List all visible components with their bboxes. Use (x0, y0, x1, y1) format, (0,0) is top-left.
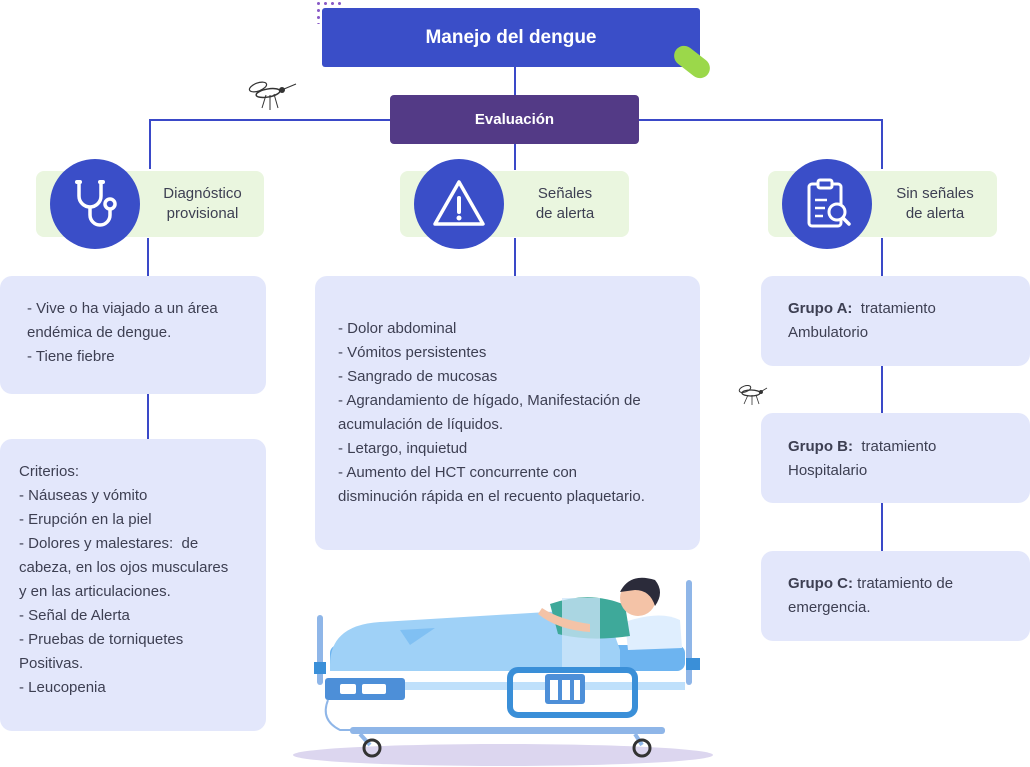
grupo-line: Grupo C: tratamiento de (788, 572, 1030, 596)
category-label-line: de alerta (535, 205, 595, 222)
grupo-name: Grupo C: (788, 575, 853, 592)
connector-line (514, 144, 516, 170)
senales-card: - Dolor abdominal - Vómitos persistentes… (315, 276, 700, 550)
category-label-line: Sin señales (896, 185, 974, 202)
card-line: Criterios: (19, 463, 80, 480)
diagnostico-card-1: - Vive o ha viajado a un área endémica d… (0, 276, 266, 394)
card-line: - Señal de Alerta (19, 607, 130, 624)
category-label-line: provisional (166, 205, 239, 222)
connector-line (147, 238, 149, 276)
patient-bed-illustration (293, 577, 713, 766)
card-line: - Vómitos persistentes (338, 344, 487, 361)
card-line: - Erupción en la piel (19, 511, 152, 528)
connector-line (147, 394, 149, 439)
grupo-text: tratamiento (853, 438, 937, 455)
stethoscope-icon (75, 180, 117, 227)
connector-line (149, 119, 390, 121)
card-line: - Aumento del HCT concurrente con (338, 464, 578, 481)
grupo-name: Grupo B: (788, 438, 853, 455)
connector-line (881, 366, 883, 413)
category-label: Sin señales de alerta (880, 171, 990, 237)
card-line: - Sangrado de mucosas (338, 368, 498, 385)
grupo-text: Hospitalario (788, 462, 868, 479)
card-line: disminución rápida en el recuento plaque… (338, 488, 645, 505)
grupo-text: emergencia. (788, 599, 871, 616)
diagnostico-criterios-card: Criterios: - Náuseas y vómito - Erupción… (0, 439, 266, 731)
connector-line (881, 503, 883, 551)
card-line: cabeza, en los ojos musculares (19, 559, 229, 576)
mosquito-icon (738, 385, 768, 405)
grupo-name: Grupo A: (788, 300, 853, 317)
category-label: Señales de alerta (515, 171, 615, 237)
card-line: y en las articulaciones. (19, 583, 171, 600)
connector-line (514, 67, 516, 95)
grupo-text: Ambulatorio (788, 324, 869, 341)
card-line: - Leucopenia (19, 679, 106, 696)
card-line: - Dolor abdominal (338, 320, 457, 337)
warning-icon (433, 180, 485, 226)
evaluation-box: Evaluación (390, 95, 639, 144)
card-line: acumulación de líquidos. (338, 416, 504, 433)
category-label: Diagnóstico provisional (150, 171, 255, 237)
connector-line (881, 119, 883, 169)
clipboard-search-icon (807, 178, 851, 228)
category-icon-circle (414, 159, 504, 249)
grupo-text: tratamiento (852, 300, 936, 317)
grupo-a-card: Grupo A: tratamiento Ambulatorio (761, 276, 1030, 366)
card-line: Positivas. (19, 655, 84, 672)
card-line: - Agrandamiento de hígado, Manifestación… (338, 392, 641, 409)
card-line: - Letargo, inquietud (338, 440, 468, 457)
card-line: endémica de dengue. (27, 324, 172, 341)
card-line: - Tiene fiebre (27, 348, 115, 365)
category-label-line: Diagnóstico (163, 185, 242, 202)
category-icon-circle (782, 159, 872, 249)
mosquito-icon (248, 81, 297, 110)
category-icon-circle (50, 159, 140, 249)
connector-line (149, 119, 151, 169)
card-line: - Náuseas y vómito (19, 487, 148, 504)
category-label-line: Señales (537, 185, 593, 202)
category-label-line: de alerta (905, 205, 965, 222)
connector-line (639, 119, 883, 121)
card-line: - Pruebas de torniquetes (19, 631, 184, 648)
grupo-line: Grupo B: tratamiento (788, 435, 1030, 459)
page-title: Manejo del dengue (322, 8, 700, 67)
card-line: - Vive o ha viajado a un área (27, 300, 218, 317)
connector-line (881, 238, 883, 276)
grupo-b-card: Grupo B: tratamiento Hospitalario (761, 413, 1030, 503)
grupo-line: Grupo A: tratamiento (788, 297, 1030, 321)
connector-line (514, 238, 516, 276)
card-line: - Dolores y malestares: de (19, 535, 199, 552)
grupo-c-card: Grupo C: tratamiento de emergencia. (761, 551, 1030, 641)
grupo-text: tratamiento de (853, 575, 954, 592)
